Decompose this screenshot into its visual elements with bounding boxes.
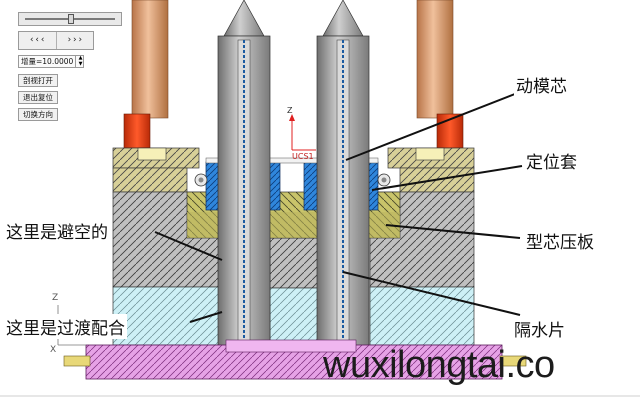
- increment-input[interactable]: 增量=10.0000: [18, 55, 84, 68]
- screw-left-head: [198, 177, 204, 183]
- callout-moving-core: 动模芯: [514, 72, 569, 97]
- corner-z-label: Z: [52, 293, 58, 303]
- prev-step-button[interactable]: ‹‹‹: [29, 35, 46, 45]
- increment-spinner[interactable]: ▲ ▼: [75, 55, 85, 68]
- callout-locating-sleeve: 定位套: [524, 148, 579, 173]
- top-plate-notch-right: [415, 147, 445, 161]
- spin-up-icon[interactable]: ▲: [78, 55, 83, 61]
- ucs-origin-label: UCS1: [292, 152, 314, 161]
- switch-direction-button[interactable]: 切换方向: [18, 108, 58, 121]
- yellow-pin-left: [63, 355, 91, 367]
- moving-core-right-tip: [322, 0, 364, 37]
- lower-plate-left: [112, 286, 222, 346]
- slider-thumb[interactable]: [68, 14, 74, 24]
- zoom-slider[interactable]: [18, 12, 122, 26]
- next-step-button[interactable]: ›››: [55, 32, 94, 49]
- leader-water-baffle: [342, 271, 521, 316]
- top-plate-notch-left: [137, 147, 167, 161]
- leader-transition-fit: [189, 311, 223, 323]
- callout-core-press-plate: 型芯压板: [524, 228, 596, 253]
- corner-x-label: X: [50, 345, 56, 355]
- callout-avoid-clearance: 这里是避空的: [4, 218, 110, 243]
- sleeve-top-rim: [205, 157, 379, 164]
- ucs-arrow: [289, 114, 295, 121]
- leader-locating-sleeve: [371, 165, 523, 191]
- step-navigator: ‹‹‹ ›››: [18, 31, 94, 50]
- exit-reset-button[interactable]: 退出复位: [18, 91, 58, 104]
- watermark-text: wuxilongtai.co: [323, 344, 555, 386]
- lower-plate-right: [369, 286, 475, 346]
- ejector-plate-boss: [225, 339, 357, 353]
- copper-post-right: [416, 0, 454, 119]
- lower-plate-centre: [269, 287, 319, 346]
- callout-water-baffle: 隔水片: [512, 316, 567, 341]
- mould-plate-centre: [269, 237, 319, 289]
- moving-core-left-tip: [223, 0, 265, 37]
- red-block-left: [123, 113, 151, 149]
- section-open-button[interactable]: 剖视打开: [18, 74, 58, 87]
- yellow-pin-right: [499, 355, 527, 367]
- mid-plate-left: [112, 167, 188, 193]
- leader-core-press-plate: [385, 224, 521, 239]
- copper-post-left: [131, 0, 169, 119]
- screw-right-head: [381, 177, 387, 183]
- spin-down-icon[interactable]: ▼: [78, 61, 83, 67]
- ucs-z-label: Z: [287, 106, 293, 115]
- leader-moving-core: [345, 91, 521, 161]
- callout-transition-fit: 这里是过渡配合: [4, 314, 127, 339]
- leader-avoid-clearance: [154, 231, 223, 261]
